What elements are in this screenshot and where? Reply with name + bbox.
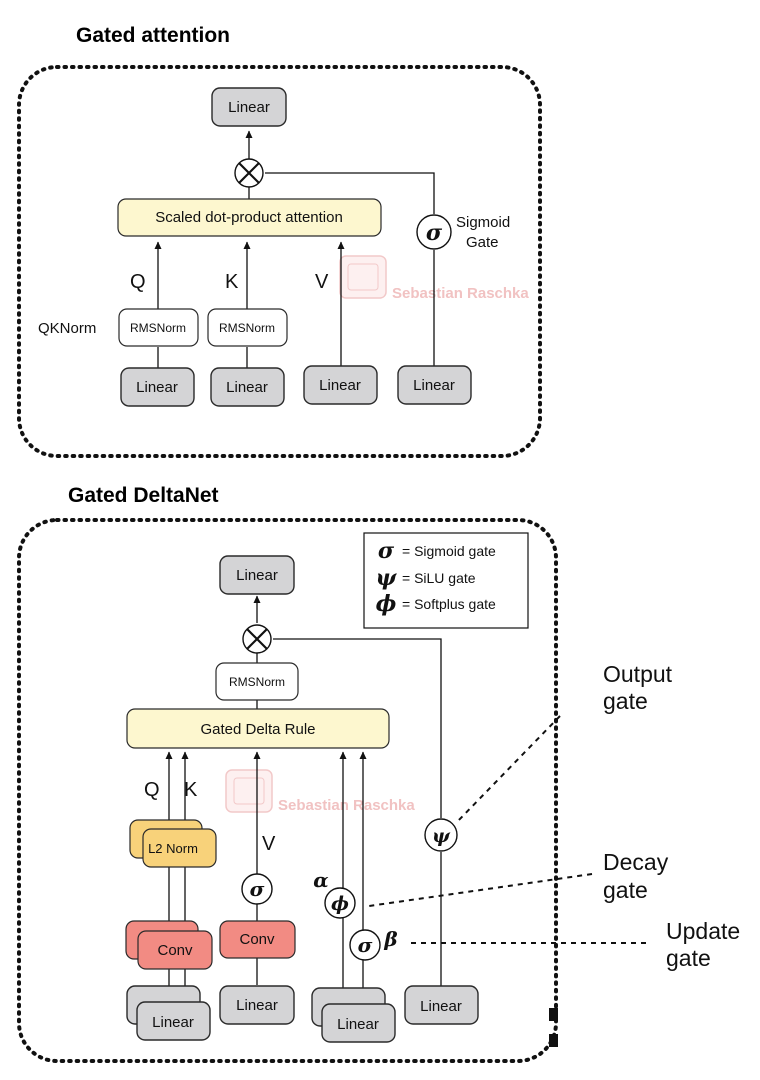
sigma-symbol: σ (426, 220, 443, 246)
k-label: K (184, 779, 198, 801)
output-gate-label-line1: Output (603, 661, 673, 687)
output-linear-label: Linear (228, 99, 270, 116)
alpha-beta-linear-label: Linear (337, 1016, 379, 1033)
output-linear-label: Linear (236, 567, 278, 584)
update-gate-label-line1: Update (666, 918, 740, 944)
watermark-text: Sebastian Raschka (278, 797, 415, 814)
output-psi-circle (424, 818, 458, 852)
rmsnorm-label: RMSNorm (229, 675, 285, 689)
update-sigmoid-circle (349, 929, 381, 961)
legend-psi-symbol: ψ (376, 565, 398, 591)
phi-symbol: ϕ (331, 893, 349, 915)
q-label: Q (130, 271, 146, 293)
q-label: Q (144, 779, 160, 801)
beta-sigma-symbol: σ (358, 933, 373, 957)
legend-phi-text: = Softplus gate (402, 596, 496, 612)
output-linear-box (211, 87, 287, 127)
qk-conv-label: Conv (157, 942, 193, 959)
v-linear-box (219, 985, 295, 1025)
frame-marker-square (549, 1008, 558, 1021)
k-rmsnorm-box (207, 308, 288, 347)
sigmoid-gate-label-line1: Sigmoid (456, 214, 510, 231)
gated-attention-frame (17, 65, 542, 458)
multiply-circle-icon (234, 158, 264, 188)
output-gate-label-line2: gate (603, 688, 648, 714)
output-gate-linear-label: Linear (420, 998, 462, 1015)
v-linear-label: Linear (236, 997, 278, 1014)
v-conv-box (219, 920, 296, 959)
alpha-beta-linear-box (321, 1003, 396, 1043)
legend-psi-text: = SiLU gate (402, 570, 476, 586)
qknorm-label: QKNorm (38, 320, 96, 337)
v-sigmoid-circle (241, 873, 273, 905)
gated-deltanet-section: Gated DeltaNet Sebastian Raschka σ = Sig… (17, 484, 740, 1063)
output-gate-linear-box (404, 985, 479, 1025)
scaled-dot-product-attention-box (117, 198, 382, 237)
k-rmsnorm-label: RMSNorm (219, 321, 275, 335)
qk-linear-box (136, 1001, 211, 1041)
legend-box (363, 532, 529, 629)
v-label: V (262, 833, 276, 855)
gated-delta-rule-box (126, 708, 390, 749)
output-gate-callout-line (455, 715, 561, 824)
k-label: K (225, 271, 239, 293)
rmsnorm-box (215, 662, 299, 701)
watermark-logo-icon (339, 255, 387, 299)
decay-gate-label-line1: Decay (603, 849, 669, 875)
beta-label: β (383, 927, 397, 951)
legend-sigma-text: = Sigmoid gate (402, 543, 496, 559)
psi-wire-upper (273, 638, 442, 818)
attention-label: Scaled dot-product attention (155, 209, 343, 226)
v-label: V (315, 271, 329, 293)
output-linear-box (219, 555, 295, 595)
k-linear-label: Linear (226, 379, 268, 396)
watermark-text: Sebastian Raschka (392, 285, 529, 302)
sigmoid-gate-circle (416, 214, 452, 250)
gated-attention-section: Gated attention Sebastian Raschka Linear… (17, 24, 542, 458)
q-rmsnorm-label: RMSNorm (130, 321, 186, 335)
alpha-label: α (313, 868, 328, 892)
q-rmsnorm-box (118, 308, 199, 347)
decay-gate-callout-line (368, 873, 593, 907)
v-linear-box (303, 365, 378, 405)
v-conv-label: Conv (239, 931, 275, 948)
gated-delta-rule-label: Gated Delta Rule (200, 721, 315, 738)
watermark-logo-icon (225, 769, 273, 813)
legend-sigma-symbol: σ (378, 538, 395, 564)
update-gate-label-line2: gate (666, 945, 711, 971)
legend-phi-symbol: ϕ (376, 591, 397, 617)
psi-symbol: ψ (432, 825, 451, 847)
q-linear-box (120, 367, 195, 407)
gated-deltanet-frame (17, 518, 558, 1063)
gate-linear-box (397, 365, 472, 405)
v-sigma-symbol: σ (250, 877, 265, 901)
gate-linear-label: Linear (413, 377, 455, 394)
decay-gate-label-line2: gate (603, 877, 648, 903)
gated-attention-title: Gated attention (76, 24, 230, 47)
l2-norm-label: L2 Norm (148, 841, 198, 856)
multiply-circle-icon (242, 624, 272, 654)
gated-deltanet-title: Gated DeltaNet (68, 484, 219, 507)
q-linear-label: Linear (136, 379, 178, 396)
qk-linear-label: Linear (152, 1014, 194, 1031)
v-linear-label: Linear (319, 377, 361, 394)
qk-conv-box (137, 930, 213, 970)
gate-wire-upper (265, 172, 435, 214)
decay-phi-circle (324, 887, 356, 919)
frame-marker-square (549, 1034, 558, 1047)
sigmoid-gate-label-line2: Gate (466, 234, 499, 251)
k-linear-box (210, 367, 285, 407)
l2-norm-box (142, 828, 217, 868)
